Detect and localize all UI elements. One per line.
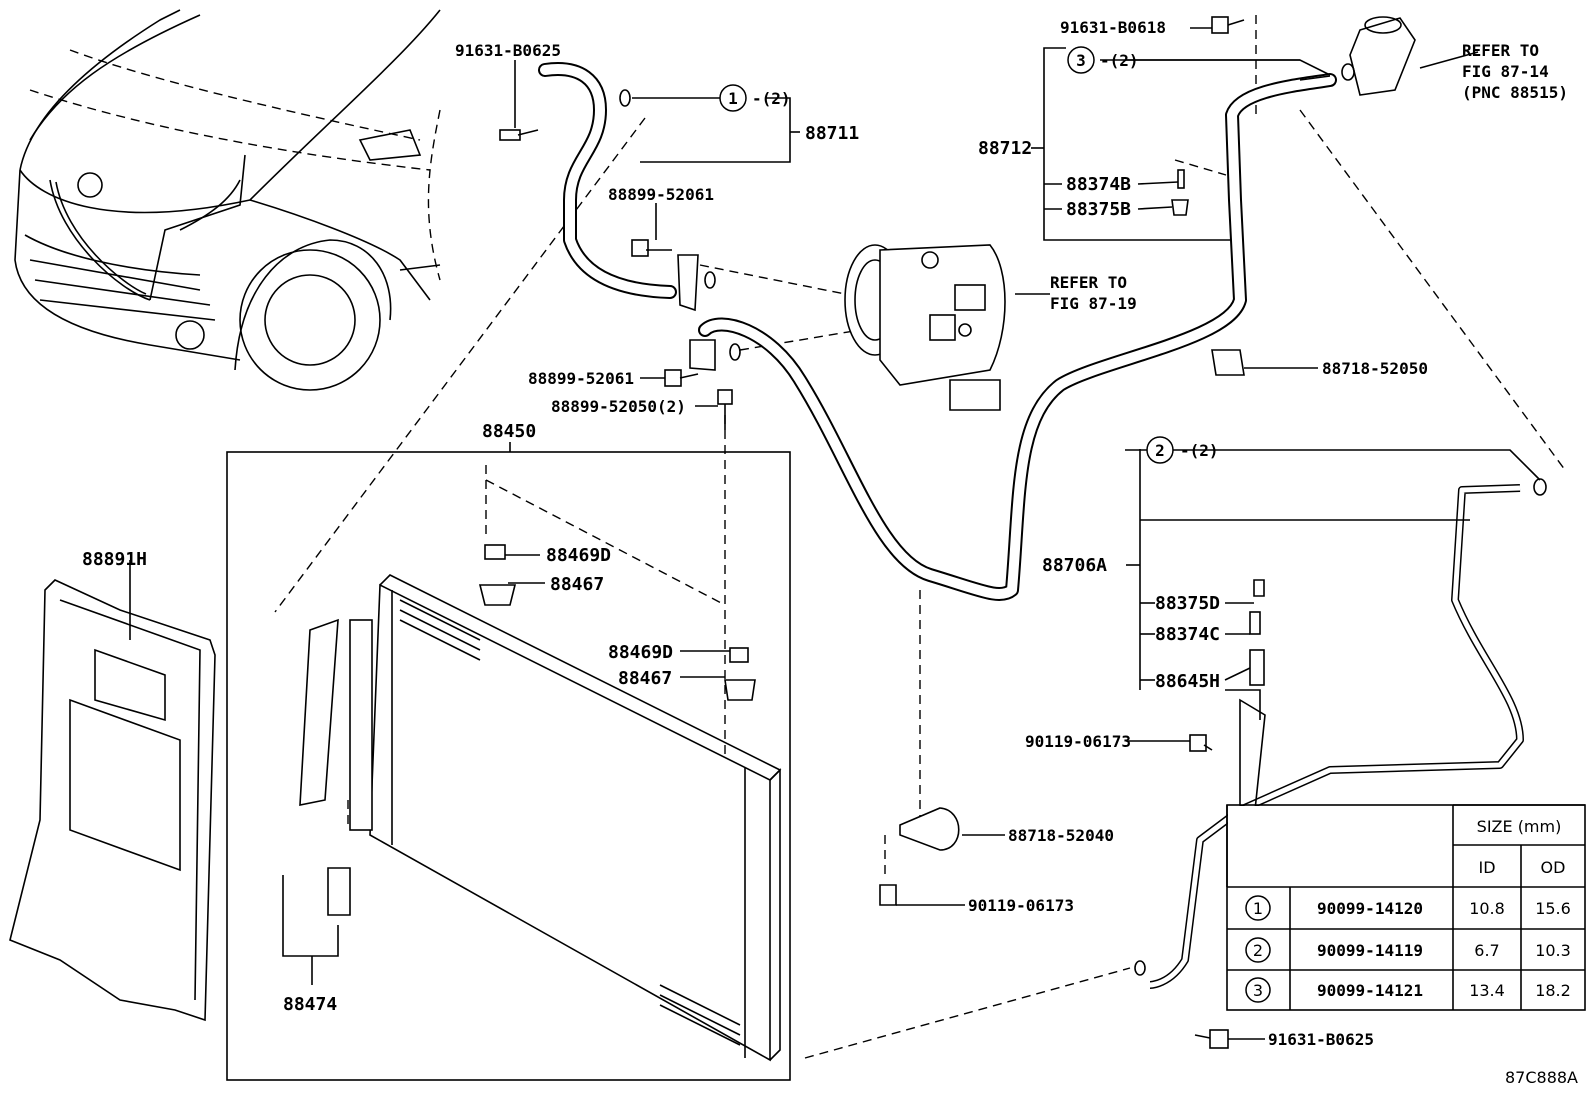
row-id: 6.7 (1474, 941, 1499, 960)
label-88899-52061-a: 88899-52061 (608, 185, 714, 204)
label-90119-06173-b: 90119-06173 (968, 896, 1074, 915)
label-88891H: 88891H (82, 549, 147, 570)
table-row: 2 90099-14119 6.7 10.3 (1245, 937, 1571, 963)
label-88375D: 88375D (1155, 593, 1220, 614)
label-qty-3: -(2) (1100, 51, 1139, 70)
circle-2-text: 2 (1155, 441, 1165, 460)
label-refer-87-14-line3: (PNC 88515) (1462, 83, 1568, 102)
label-refer-87-14-line1: REFER TO (1462, 41, 1539, 60)
side-panel-88891H (9, 560, 216, 1022)
callout-circle-2: 2 (1146, 436, 1174, 464)
label-88467-a: 88467 (550, 574, 604, 595)
label-refer-87-19-line1: REFER TO (1050, 273, 1127, 292)
size-table: SIZE (mm) ID OD 1 90099-14120 10.8 15.6 … (1226, 804, 1586, 1011)
row-part: 90099-14119 (1317, 941, 1423, 960)
compressor (844, 244, 1006, 411)
label-88375B: 88375B (1066, 199, 1131, 220)
label-88899-52061-b: 88899-52061 (528, 369, 634, 388)
pipe-88711 (538, 62, 677, 299)
table-row: 1 90099-14120 10.8 15.6 (1245, 895, 1571, 921)
label-refer-87-19-line2: FIG 87-19 (1050, 294, 1137, 313)
label-qty-1: -(2) (752, 89, 791, 108)
row-id: 13.4 (1469, 981, 1505, 1000)
row-od: 10.3 (1535, 941, 1571, 960)
row-num: 2 (1253, 941, 1263, 960)
leader-lines (505, 27, 1541, 1040)
label-88718-52050: 88718-52050 (1322, 359, 1428, 378)
label-refer-87-14-line2: FIG 87-14 (1462, 62, 1549, 81)
label-88706A: 88706A (1042, 555, 1107, 576)
label-88474: 88474 (283, 994, 337, 1015)
fittings (499, 16, 1547, 1049)
pipe-discharge (698, 73, 1337, 601)
label-88712: 88712 (978, 138, 1032, 159)
label-88469D-b: 88469D (608, 642, 673, 663)
row-od: 15.6 (1535, 899, 1571, 918)
callout-circle-1: 1 (719, 84, 747, 112)
row-num: 1 (1253, 899, 1263, 918)
vehicle-front-illustration (14, 9, 441, 391)
condenser-fins (399, 599, 741, 1046)
label-91631-b0618: 91631-B0618 (1060, 18, 1166, 37)
label-88374B: 88374B (1066, 174, 1131, 195)
circle-3-text: 3 (1076, 51, 1086, 70)
label-91631-b0625-bottom: 91631-B0625 (1268, 1030, 1374, 1049)
label-88711: 88711 (805, 123, 859, 144)
label-88467-b: 88467 (618, 668, 672, 689)
condenser-assembly-box (226, 442, 791, 1081)
circle-1-text: 1 (728, 89, 738, 108)
label-88899-52050: 88899-52050(2) (551, 397, 686, 416)
label-88450: 88450 (482, 421, 536, 442)
row-part: 90099-14120 (1317, 899, 1423, 918)
label-qty-2: -(2) (1180, 441, 1219, 460)
row-od: 18.2 (1535, 981, 1571, 1000)
label-88645H: 88645H (1155, 671, 1220, 692)
label-88718-52040: 88718-52040 (1008, 826, 1114, 845)
callout-circle-3: 3 (1067, 46, 1095, 74)
table-row: 3 90099-14121 13.4 18.2 (1245, 977, 1571, 1003)
label-88469D-a: 88469D (546, 545, 611, 566)
row-id: 10.8 (1469, 899, 1505, 918)
label-88374C: 88374C (1155, 624, 1220, 645)
part-labels: 91631-B0625 -(2) 88711 88899-52061 88899… (82, 18, 1568, 1049)
figure-code: 87C888A (1505, 1068, 1578, 1087)
table-col-od: OD (1541, 858, 1566, 877)
row-num: 3 (1253, 981, 1263, 1000)
label-90119-06173-a: 90119-06173 (1025, 732, 1131, 751)
label-91631-b0625-top: 91631-B0625 (455, 41, 561, 60)
row-part: 90099-14121 (1317, 981, 1423, 1000)
table-header-size: SIZE (mm) (1477, 817, 1562, 836)
table-col-id: ID (1478, 858, 1495, 877)
